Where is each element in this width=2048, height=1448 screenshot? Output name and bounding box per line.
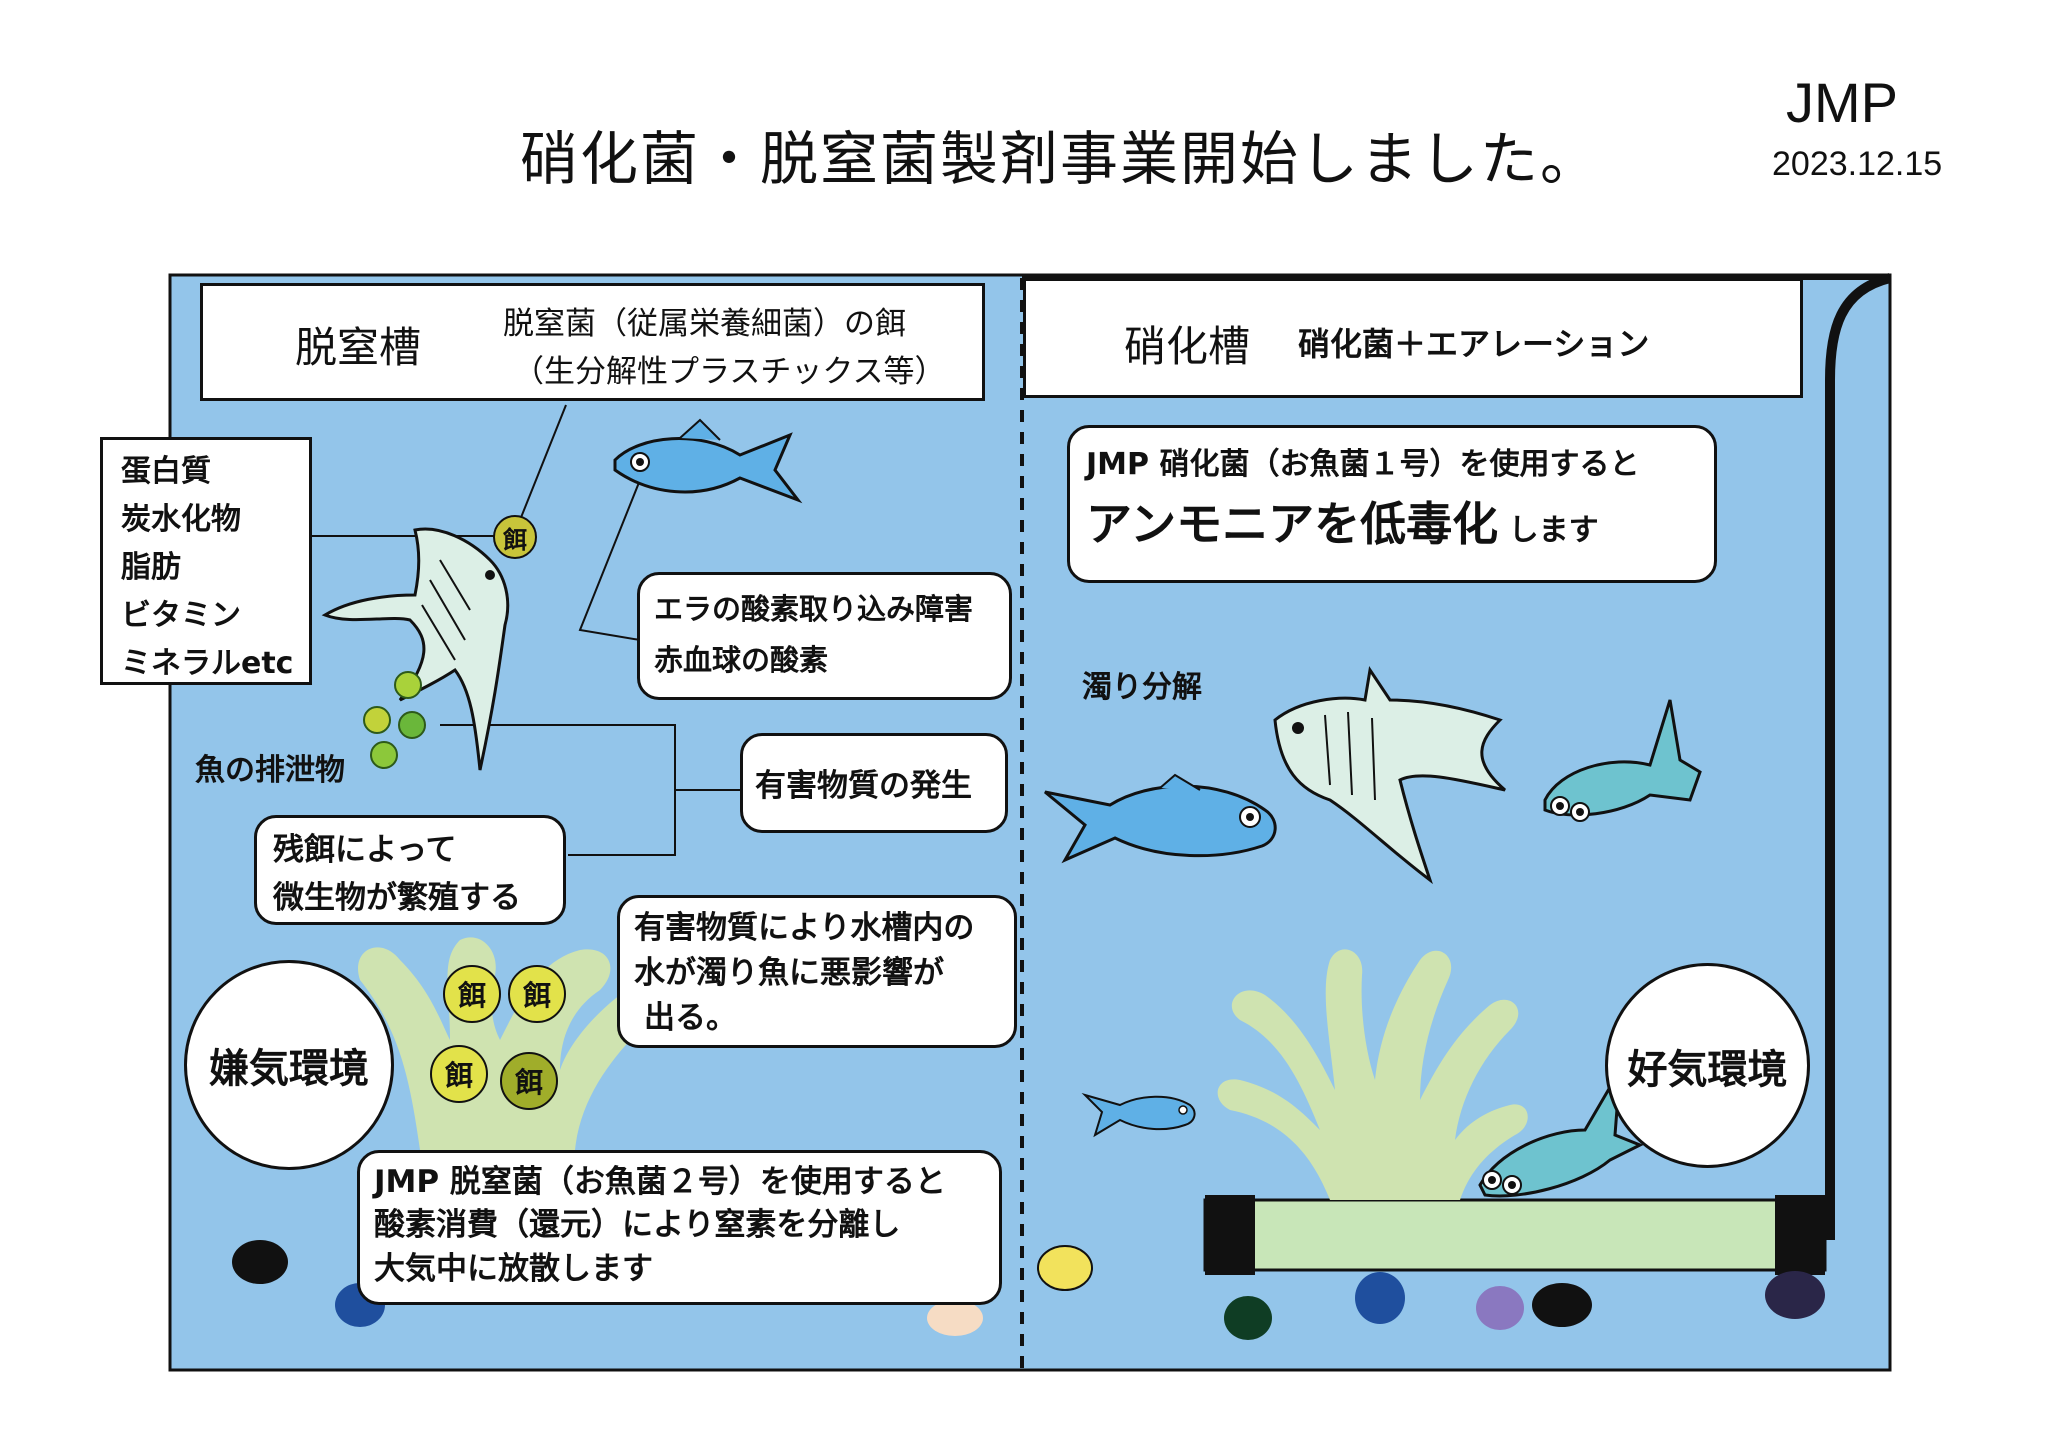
stone xyxy=(1355,1272,1405,1324)
stone xyxy=(232,1240,288,1284)
harmful-callout: 有害物質の発生 xyxy=(740,733,1008,833)
feed-token: 餌 xyxy=(508,965,566,1023)
murky-callout: 有害物質により水槽内の 水が濁り魚に悪影響が 出る。 xyxy=(617,895,1017,1048)
air-pipe xyxy=(1800,273,1892,1240)
nitrifier-emphasis: アンモニアを低毒化 xyxy=(1086,496,1499,551)
angelfish-right xyxy=(1273,666,1506,885)
stone xyxy=(1037,1245,1093,1291)
excretion-dot xyxy=(363,706,391,734)
denitrification-feed-line1: 脱窒菌（従属栄養細菌）の餌 xyxy=(503,306,906,342)
leftover-callout: 残餌によって 微生物が繁殖する xyxy=(254,815,566,925)
nutrients-box: 蛋白質 炭水化物 脂肪 ビタミン ミネラルetc xyxy=(100,437,312,685)
nutrient-item: 蛋白質 xyxy=(121,454,211,489)
feed-token: 餌 xyxy=(443,965,501,1023)
aerator-cap-right xyxy=(1775,1195,1825,1275)
gill-callout-line2: 赤血球の酸素 xyxy=(654,642,829,677)
fish-teal-right xyxy=(1543,699,1702,822)
left-coral xyxy=(358,937,651,1150)
stone xyxy=(927,1300,983,1336)
aerobic-label: 好気環境 xyxy=(1605,963,1810,1168)
connector-line xyxy=(519,404,567,521)
org-name: JMP xyxy=(1786,71,1898,134)
aerator-cap-left xyxy=(1205,1195,1255,1275)
connector-line xyxy=(578,479,641,641)
denitrifier-product-callout: JMP 脱窒菌（お魚菌２号）を使用すると 酸素消費（還元）により窒素を分離し 大… xyxy=(357,1150,1002,1305)
leftover-line2: 微生物が繁殖する xyxy=(273,880,521,917)
stone xyxy=(1476,1286,1524,1330)
denitrifier-line2: 酸素消費（還元）により窒素を分離し xyxy=(374,1207,901,1244)
nutrient-item: ミネラルetc xyxy=(121,646,294,681)
excretion-dot xyxy=(370,741,398,769)
angelfish-left xyxy=(321,527,510,771)
fish-teal-bottom xyxy=(1478,1069,1644,1198)
nitrification-header: 硝化槽 硝化菌＋エアレーション xyxy=(1023,278,1803,398)
leftover-line1: 残餌によって xyxy=(273,832,457,868)
nitrification-tank-name: 硝化槽 xyxy=(1124,322,1251,371)
nutrient-item: 炭水化物 xyxy=(121,502,241,537)
feed-token: 餌 xyxy=(430,1045,488,1103)
denitrification-feed-line2: （生分解性プラスチックス等） xyxy=(513,354,946,390)
stone xyxy=(1532,1283,1592,1327)
fish-small-blue xyxy=(1081,1092,1196,1138)
right-coral xyxy=(1217,949,1528,1200)
denitrification-tank-name: 脱窒槽 xyxy=(295,323,422,372)
stone xyxy=(1224,1296,1272,1340)
fish-blue-right xyxy=(1044,773,1277,864)
excretion-label: 魚の排泄物 xyxy=(195,753,345,788)
feed-token: 餌 xyxy=(493,515,537,559)
murky-line2: 水が濁り魚に悪影響が xyxy=(634,954,944,991)
excretion-dot xyxy=(394,671,422,699)
nitrification-subtitle: 硝化菌＋エアレーション xyxy=(1298,325,1650,363)
aerator-bar xyxy=(1203,1198,1827,1272)
page-title: 硝化菌・脱窒菌製剤事業開始しました。 xyxy=(520,125,1601,193)
publish-date: 2023.12.15 xyxy=(1772,145,1943,183)
denitrifier-line3: 大気中に放散します xyxy=(374,1250,653,1287)
nutrient-item: ビタミン xyxy=(121,598,241,633)
nitrifier-tail: します xyxy=(1508,512,1599,548)
fish-blue-top xyxy=(613,418,803,504)
gill-callout: エラの酸素取り込み障害 赤血球の酸素 xyxy=(637,572,1012,700)
nitrifier-product-callout: JMP 硝化菌（お魚菌１号）を使用すると アンモニアを低毒化 します xyxy=(1067,425,1717,583)
feed-token: 餌 xyxy=(500,1052,558,1110)
gill-callout-line1: エラの酸素取り込み障害 xyxy=(654,592,974,626)
murky-line3: 出る。 xyxy=(644,999,737,1036)
nitrifier-line1: JMP 硝化菌（お魚菌１号）を使用すると xyxy=(1086,447,1640,482)
anaerobic-label: 嫌気環境 xyxy=(184,960,394,1170)
stone xyxy=(1765,1271,1825,1319)
denitrifier-line1: JMP 脱窒菌（お魚菌２号）を使用すると xyxy=(374,1164,946,1200)
murky-line1: 有害物質により水槽内の xyxy=(634,910,975,946)
denitrification-header: 脱窒槽 脱窒菌（従属栄養細菌）の餌 （生分解性プラスチックス等） xyxy=(200,283,985,401)
nutrient-item: 脂肪 xyxy=(121,550,181,585)
turbidity-label: 濁り分解 xyxy=(1082,670,1202,705)
excretion-dot xyxy=(398,711,426,739)
